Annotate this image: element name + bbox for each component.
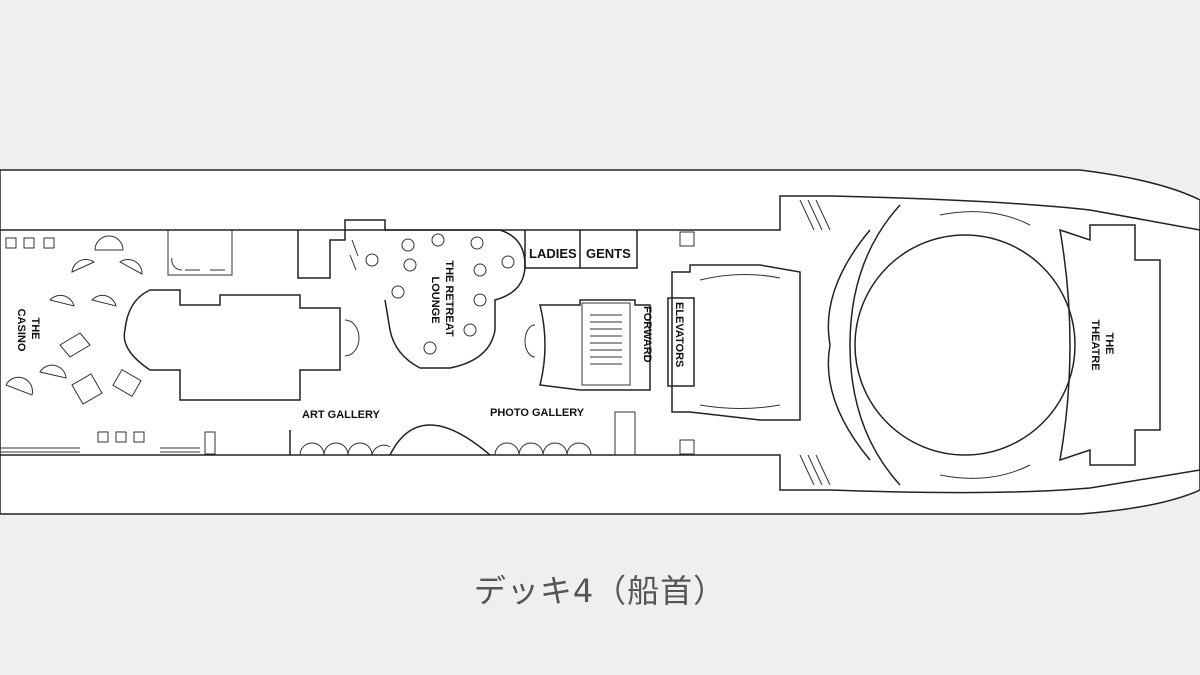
- svg-text:THE THEATRE: THE THEATRE: [1089, 319, 1115, 370]
- art-gallery-label: ART GALLERY: [302, 409, 380, 421]
- central-room: [123, 289, 341, 401]
- gallery-area: ART GALLERY PHOTO GALLERY: [289, 407, 636, 456]
- elevators-label: ELEVATORS: [673, 302, 685, 367]
- deck-inner-wall: [0, 195, 1200, 494]
- restrooms: LADIES GENTS: [524, 230, 638, 269]
- photo-gallery-label: PHOTO GALLERY: [490, 407, 585, 419]
- casino-label-2: CASINO: [15, 309, 27, 352]
- ladies-label: LADIES: [529, 246, 577, 261]
- svg-text:THE RETREAT LOUNGE: THE RETREAT LOUNGE: [429, 260, 455, 339]
- theatre-label-2: THEATRE: [1089, 319, 1101, 370]
- retreat-label-1: THE RETREAT: [443, 260, 455, 336]
- retreat-label-2: LOUNGE: [429, 276, 441, 323]
- deck-caption: デッキ4（船首）: [473, 572, 727, 610]
- upper-room: [167, 230, 233, 276]
- theatre-label-1: THE: [1103, 332, 1115, 354]
- retreat-lounge: THE RETREAT LOUNGE: [297, 219, 526, 369]
- gents-label: GENTS: [586, 246, 631, 261]
- ship-hull: [0, 169, 1200, 515]
- deck-plan: THE CASINO THE RETREAT LOUNGE LADIES GEN…: [0, 169, 1200, 515]
- theatre: THE THEATRE: [799, 199, 1161, 486]
- svg-text:THE CASINO: THE CASINO: [15, 309, 41, 352]
- casino-area: THE CASINO: [0, 235, 216, 455]
- forward-stair-area: FORWARD ELEVATORS: [524, 231, 801, 455]
- forward-label: FORWARD: [641, 306, 653, 363]
- casino-label-1: THE: [29, 317, 41, 339]
